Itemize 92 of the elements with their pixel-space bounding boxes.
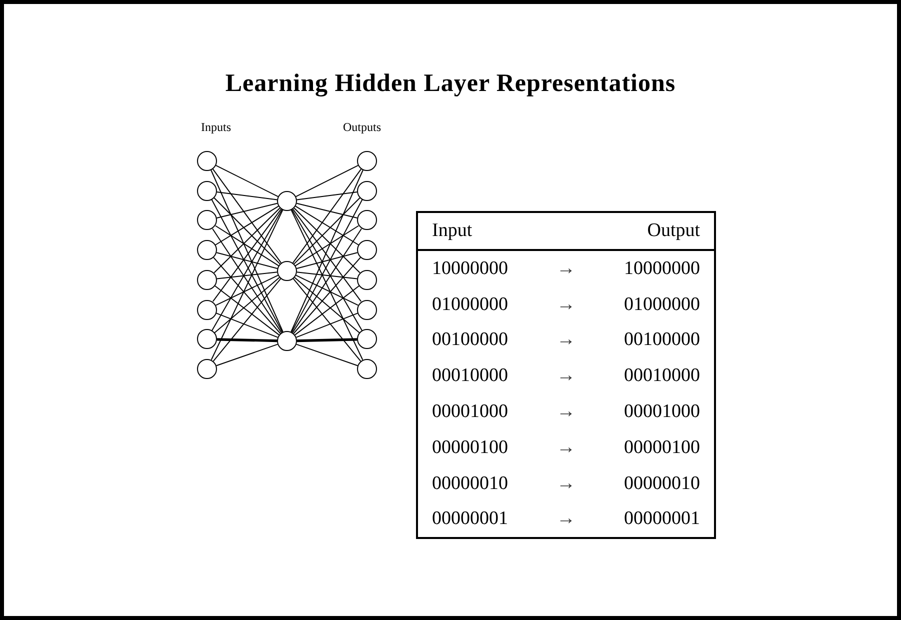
neuron-circle — [357, 240, 377, 260]
table-cell: 01000000 — [624, 294, 700, 316]
neuron-circle — [197, 358, 217, 379]
connection-line — [296, 312, 358, 338]
table-cell: → — [556, 294, 576, 316]
connection-line — [294, 277, 360, 334]
table-cell: 00001000 — [624, 401, 700, 424]
connection-line — [216, 338, 278, 342]
connection-line — [216, 191, 278, 200]
connection-line — [296, 202, 358, 219]
table-cell: 00000001 — [432, 508, 508, 530]
neuron-circle — [357, 151, 377, 171]
connection-line — [292, 208, 362, 302]
connection-line — [210, 170, 284, 332]
table-cell: 00000100 — [624, 436, 700, 459]
connection-line — [290, 210, 364, 360]
neuron-circle — [357, 180, 377, 201]
connection-line — [294, 208, 360, 274]
table-cell: → — [556, 472, 576, 495]
neuron-circle — [197, 180, 217, 201]
table-cell: → — [556, 329, 576, 352]
table-cell: → — [556, 258, 576, 280]
neuron-circle — [197, 240, 217, 260]
table-cell: 00000010 — [624, 472, 700, 495]
table-cell: → — [556, 401, 576, 424]
column-header: Input — [432, 220, 472, 242]
neuron-circle — [357, 210, 377, 230]
connection-line — [214, 197, 280, 264]
connection-line — [295, 206, 359, 246]
neuron-circle — [277, 331, 297, 351]
diagram-title: Learning Hidden Layer Representations — [224, 70, 677, 98]
connection-line — [210, 210, 284, 360]
connection-line — [214, 285, 280, 336]
connection-line — [295, 164, 359, 198]
connection-line — [296, 252, 358, 269]
connection-line — [294, 197, 360, 264]
connection-line — [216, 272, 278, 280]
table-cell: 00010000 — [624, 365, 700, 388]
connection-line — [296, 274, 358, 306]
neuron-circle — [277, 261, 297, 281]
connection-line — [216, 312, 278, 338]
connection-line — [216, 252, 278, 269]
table-cell: → — [556, 436, 576, 459]
connection-line — [214, 277, 280, 334]
table-cell: 00010000 — [432, 365, 508, 388]
table-cell: → — [556, 508, 576, 530]
connection-line — [293, 257, 361, 334]
table-cell: 00000010 — [432, 472, 508, 495]
table-cell: 10000000 — [432, 258, 508, 280]
connection-line — [216, 344, 278, 366]
connection-line — [212, 208, 282, 302]
neuron-circle — [197, 270, 217, 290]
table-cell: → — [556, 365, 576, 388]
connection-line — [215, 164, 279, 198]
table-cell: 00100000 — [624, 329, 700, 352]
layer-caption: Inputs — [201, 120, 231, 135]
connection-line — [292, 278, 362, 362]
table-cell: 01000000 — [432, 294, 508, 316]
connection-line — [292, 168, 362, 264]
connection-line — [296, 272, 358, 280]
connection-line — [215, 206, 279, 246]
connection-line — [216, 202, 278, 219]
connection-line — [296, 338, 358, 342]
neuron-circle — [197, 151, 217, 171]
neuron-circle — [197, 300, 217, 320]
connection-line — [213, 257, 281, 334]
neuron-circle — [277, 191, 297, 211]
table-cell: 00000100 — [432, 436, 508, 459]
connection-line — [294, 285, 360, 336]
connection-line — [214, 225, 280, 266]
neuron-circle — [357, 270, 377, 290]
connection-line — [212, 228, 282, 334]
neuron-circle — [357, 358, 377, 379]
connection-line — [294, 225, 360, 266]
table-cell: 10000000 — [624, 258, 700, 280]
connection-line — [292, 228, 362, 334]
table-cell: 00000001 — [624, 508, 700, 530]
connection-line — [212, 168, 282, 264]
layer-caption: Outputs — [343, 120, 381, 135]
connection-line — [296, 344, 358, 366]
connection-line — [212, 278, 282, 362]
neuron-circle — [357, 300, 377, 320]
neuron-circle — [197, 329, 217, 350]
neuron-circle — [197, 210, 217, 230]
connection-line — [296, 191, 358, 200]
table-cell: 00100000 — [432, 329, 508, 352]
table-cell: 00001000 — [432, 401, 508, 424]
column-header: Output — [647, 220, 700, 242]
neuron-circle — [357, 329, 377, 350]
connection-line — [216, 274, 278, 306]
connection-line — [214, 208, 280, 274]
connection-line — [290, 170, 364, 332]
